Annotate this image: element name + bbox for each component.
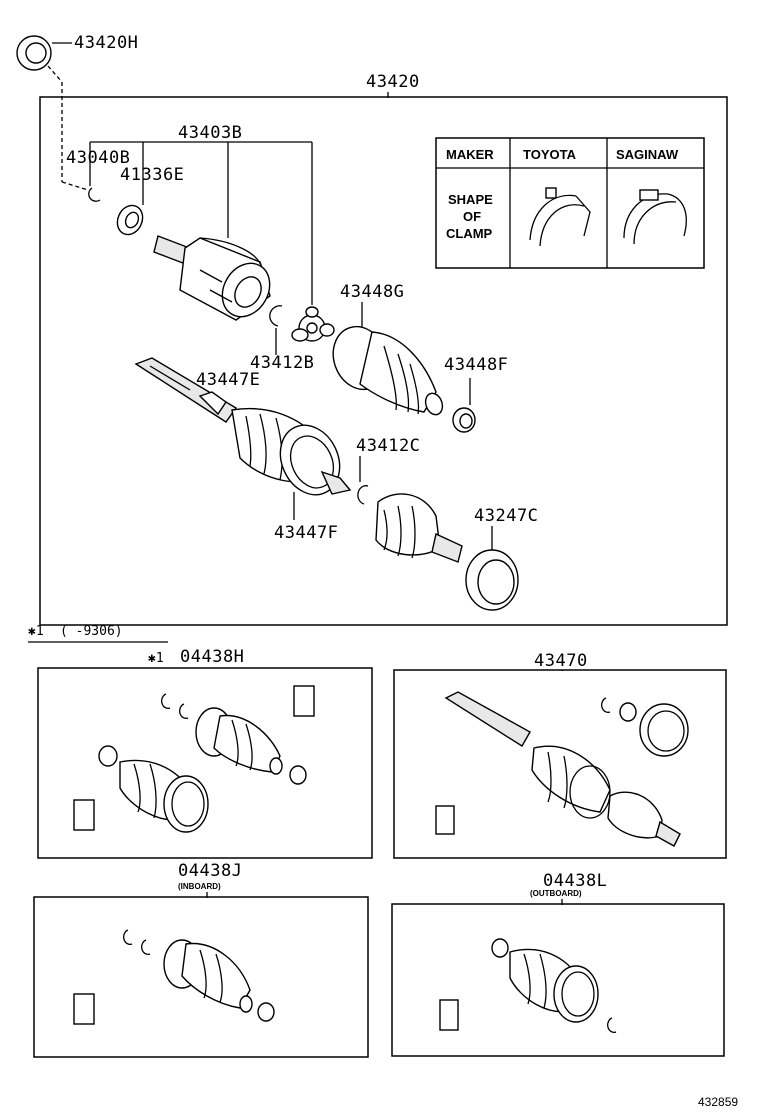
label-04438J: 04438J xyxy=(178,861,242,881)
table-header-saginaw: SAGINAW xyxy=(616,147,679,162)
inboard-joint-housing xyxy=(153,235,271,321)
label-43247C: 43247C xyxy=(474,506,538,526)
ref-marker-04438H: ✱1 xyxy=(148,651,164,666)
boot-inboard-43448G xyxy=(332,325,444,416)
label-43420: 43420 xyxy=(366,72,420,92)
kit-04438L-parts xyxy=(439,938,617,1034)
label-04438H: 04438H xyxy=(180,647,244,667)
clamp-43448F xyxy=(452,407,476,433)
kit-04438H-parts xyxy=(73,685,315,833)
label-43040B: 43040B xyxy=(66,148,130,168)
boot-outboard-43447F xyxy=(231,407,352,496)
label-04438L: 04438L xyxy=(543,871,607,891)
label-41336E: 41336E xyxy=(120,165,184,185)
assembly-43470-parts xyxy=(435,691,689,847)
seal-41336E xyxy=(116,204,144,236)
snap-ring-43040B xyxy=(88,187,101,202)
note-range: ( -9306) xyxy=(60,624,123,639)
label-43412B: 43412B xyxy=(250,353,314,373)
snap-ring-43412C xyxy=(357,485,369,505)
table-row-label-of: OF xyxy=(463,209,481,224)
axle-shaft xyxy=(134,357,238,423)
toyota-clamp-icon xyxy=(529,187,591,247)
snap-ring-43412B xyxy=(269,305,283,327)
label-43448F: 43448F xyxy=(444,355,508,375)
label-43447E: 43447E xyxy=(196,370,260,390)
table-row-label-clamp: CLAMP xyxy=(446,226,493,241)
kit-04438L-frame xyxy=(391,903,725,1057)
label-43403B: 43403B xyxy=(178,123,242,143)
label-43420H: 43420H xyxy=(74,33,138,53)
table-header-maker: MAKER xyxy=(446,147,494,162)
saginaw-clamp-icon xyxy=(623,189,687,245)
ring-43247C xyxy=(465,549,519,611)
tripod-joint xyxy=(291,306,335,342)
kit-04438J-parts xyxy=(73,929,275,1025)
label-43470: 43470 xyxy=(534,651,588,671)
sublabel-outboard: (OUTBOARD) xyxy=(530,889,582,898)
label-43448G: 43448G xyxy=(340,282,404,302)
label-43447F: 43447F xyxy=(274,523,338,543)
table-header-toyota: TOYOTA xyxy=(523,147,577,162)
kit-04438J-frame xyxy=(33,896,369,1058)
clamp-table: MAKER TOYOTA SAGINAW SHAPE OF CLAMP xyxy=(435,137,705,269)
seal-43420H xyxy=(16,35,72,71)
outboard-joint xyxy=(375,493,463,563)
label-43412C: 43412C xyxy=(356,436,420,456)
assembly-43470-frame xyxy=(393,669,727,859)
table-row-label-shape: SHAPE xyxy=(448,192,493,207)
note-marker: ✱1 xyxy=(28,624,44,639)
kit-04438H-frame xyxy=(37,667,373,859)
assembly-43420-frame xyxy=(39,96,728,626)
sublabel-inboard: (INBOARD) xyxy=(178,882,221,891)
figure-code: 432859 xyxy=(698,1095,738,1109)
